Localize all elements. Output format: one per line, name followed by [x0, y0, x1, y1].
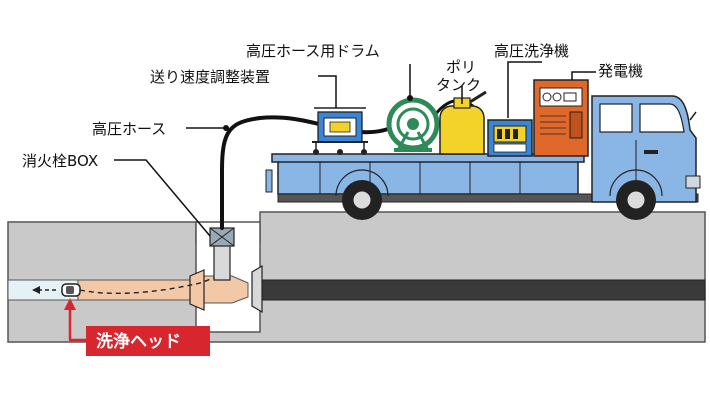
- hose-marker-dot: [223, 125, 229, 131]
- label-high-pressure-washer: 高圧洗浄機: [494, 42, 569, 60]
- label-hose-drum: 高圧ホース用ドラム: [246, 42, 380, 60]
- generator: [533, 79, 589, 157]
- washing-head-badge: 洗浄ヘッド: [86, 326, 210, 356]
- feed-speed-device: [312, 107, 368, 155]
- washing-head-nozzle: [61, 283, 81, 297]
- hose-in-pipe: [32, 252, 223, 294]
- label-washing-head: 洗浄ヘッド: [96, 331, 181, 352]
- label-high-pressure-hose: 高圧ホース: [92, 120, 166, 138]
- label-generator: 発電機: [598, 62, 643, 80]
- label-poly-tank-line1: ポリ: [446, 58, 476, 76]
- label-hydrant-box: 消火栓BOX: [22, 152, 98, 170]
- hydrant-standpipe: [209, 227, 235, 281]
- leader-lines: [69, 61, 596, 341]
- hose-drum: [386, 97, 440, 152]
- head-pointer-arrow: [64, 298, 76, 310]
- truck: [265, 95, 701, 220]
- high-pressure-washer: [487, 119, 533, 157]
- drum-marker-dot: [407, 95, 413, 101]
- sewer-pipe: [7, 264, 706, 314]
- label-poly-tank-line2: タンク: [436, 76, 481, 94]
- poly-tank: [439, 90, 487, 155]
- ground: [7, 211, 706, 343]
- label-feed-speed-device: 送り速度調整装置: [150, 68, 270, 86]
